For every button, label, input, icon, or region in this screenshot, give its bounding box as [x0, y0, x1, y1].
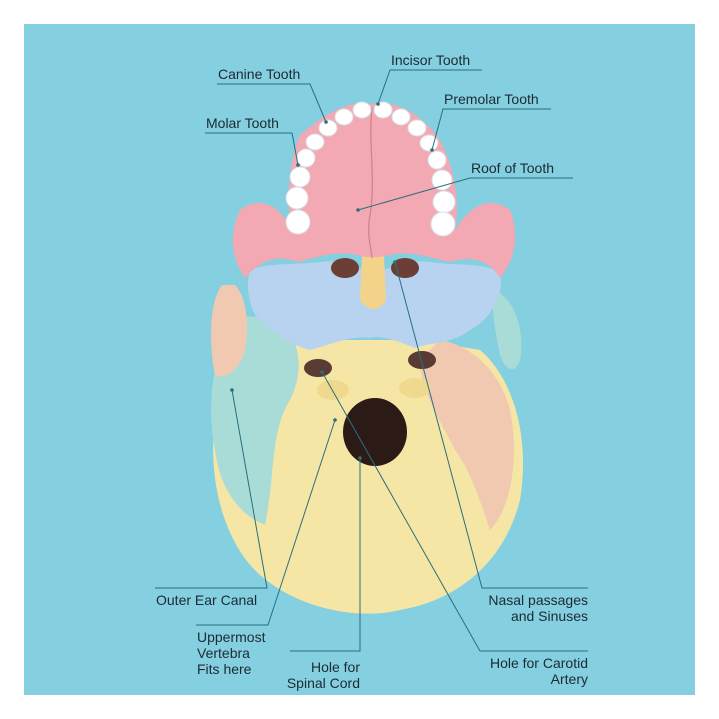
label-roof-of-tooth: Roof of Tooth [471, 160, 555, 176]
nasal-leader [394, 261, 588, 589]
tooth [431, 169, 453, 191]
spinal-leader [290, 458, 361, 652]
label-outer-ear-canal: Outer Ear Canal [156, 592, 258, 608]
tooth [427, 150, 447, 170]
molar-dot [296, 163, 300, 167]
tooth [285, 186, 309, 210]
tooth [334, 108, 354, 126]
label-hole-carotid-artery: Hole for Carotid Artery [460, 655, 588, 687]
molar-leader [205, 132, 299, 166]
right-temporal-bone [420, 340, 514, 530]
tooth [430, 211, 456, 237]
condyle-left [317, 380, 349, 400]
condyle-right [399, 378, 431, 398]
vertebra-line-3: Fits here [197, 661, 252, 677]
upper-teeth [285, 101, 456, 237]
vomer-bone [360, 255, 386, 309]
label-premolar-tooth: Premolar Tooth [444, 91, 539, 107]
tooth [407, 119, 427, 137]
tooth [391, 108, 411, 126]
carotid-leader [321, 371, 588, 652]
tooth [352, 101, 372, 119]
leader-dots [230, 102, 434, 460]
outer-ear-leader [155, 389, 268, 589]
premolar-dot [430, 148, 434, 152]
left-zygomatic-bone [210, 285, 247, 377]
canine-dot [324, 120, 328, 124]
label-molar-tooth: Molar Tooth [206, 115, 279, 131]
carotid-dot [320, 370, 324, 374]
roof-dot [356, 208, 360, 212]
palatal-suture [368, 107, 373, 259]
incisor-leader-drop [377, 69, 391, 105]
foramen-magnum [343, 398, 407, 466]
spinal-line-1: Hole for [310, 659, 360, 675]
tooth [419, 134, 439, 152]
label-incisor-tooth: Incisor Tooth [391, 52, 471, 68]
right-teal-bone [492, 290, 522, 370]
roof-leader [357, 177, 573, 211]
spinal-line-2: Spinal Cord [286, 675, 360, 691]
vertebra-dot [333, 418, 337, 422]
tooth [285, 209, 311, 235]
outer-ear-dot [230, 388, 234, 392]
premolar-leader [431, 108, 551, 151]
carotid-hole-right [408, 351, 436, 369]
vertebra-line-1: Uppermost [197, 629, 266, 645]
carotid-line-1: Hole for Carotid [489, 655, 588, 671]
tooth [432, 190, 456, 214]
nasal-line-2: and Sinuses [510, 608, 588, 624]
canine-leader [217, 83, 327, 123]
vertebra-line-2: Vertebra [197, 645, 250, 661]
leader-lines [155, 69, 588, 652]
carotid-hole-left [304, 359, 332, 377]
vertebra-leader [196, 419, 336, 626]
nasal-dot [393, 260, 397, 264]
tooth [373, 101, 393, 119]
label-nasal-passages: Nasal passages and Sinuses [470, 592, 588, 624]
carotid-line-2: Artery [550, 671, 588, 687]
label-uppermost-vertebra: Uppermost Vertebra Fits here [197, 629, 265, 677]
tooth [305, 133, 325, 151]
incisor-dot [376, 102, 380, 106]
tooth [296, 148, 316, 168]
label-hole-spinal-cord: Hole for Spinal Cord [270, 659, 360, 691]
tooth [289, 166, 311, 188]
spinal-dot [358, 456, 362, 460]
label-canine-tooth: Canine Tooth [218, 66, 301, 82]
tooth [318, 119, 338, 137]
nasal-line-1: Nasal passages [488, 592, 588, 608]
nasal-opening-left [331, 258, 359, 278]
